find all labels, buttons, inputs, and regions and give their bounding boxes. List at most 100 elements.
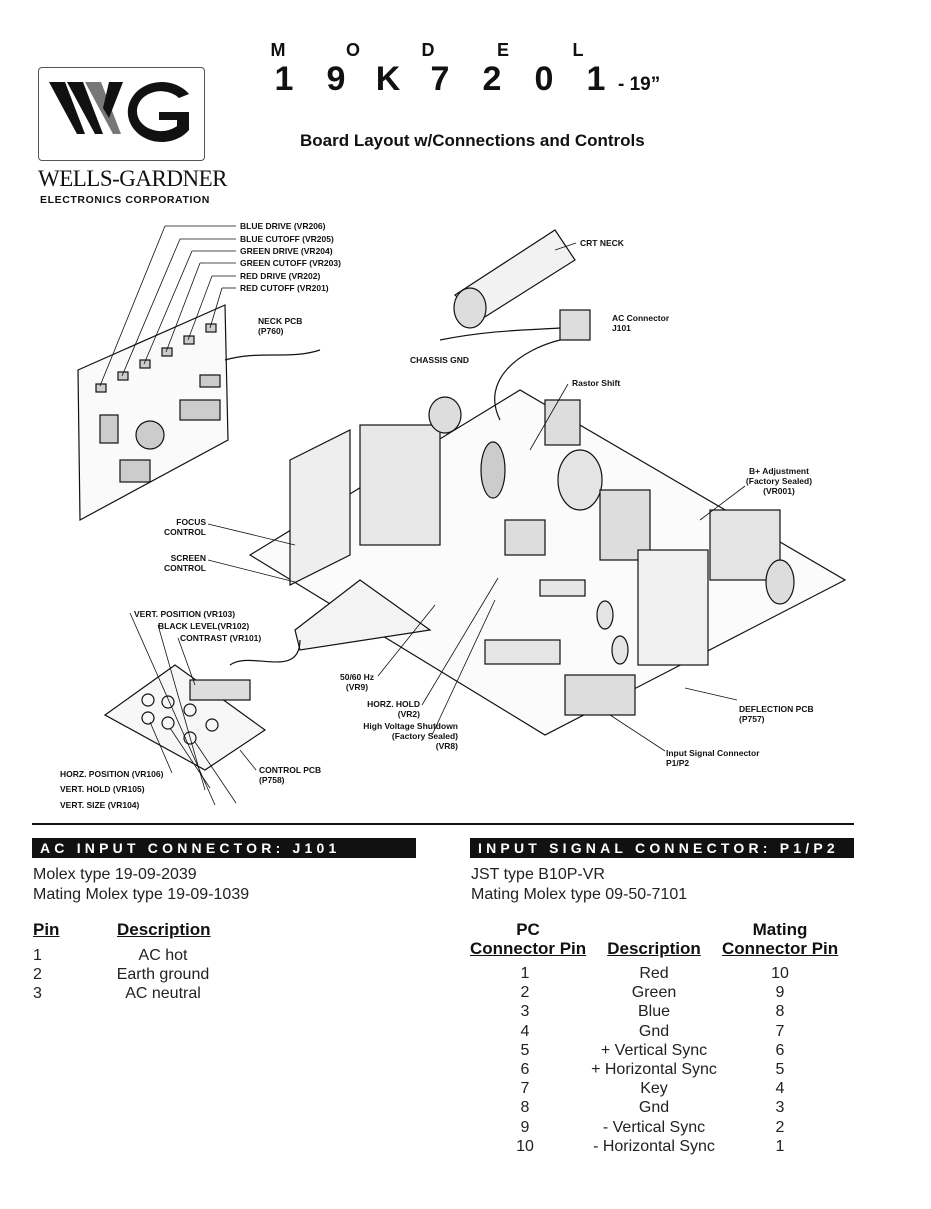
label-green-cutoff: GREEN CUTOFF (VR203) [240,258,341,268]
table-cell: 3 [775,1099,785,1117]
input-signal-type: JST type B10P-VR [471,866,605,883]
pc-header-bottom: Connector Pin [470,939,587,958]
label-blue-drive: BLUE DRIVE (VR206) [240,221,326,231]
model-digit: 1 [274,60,294,98]
table-cell: 7 [520,1080,530,1098]
label-black-level: BLACK LEVEL(VR102) [158,621,250,631]
table-cell: 8 [775,1003,785,1021]
table-cell: 9 [775,984,785,1002]
model-digit: 2 [482,60,502,98]
table-cell: 10 [516,1137,534,1155]
page-title: Board Layout w/Connections and Controls [300,131,645,150]
table-cell: 6 [775,1041,785,1059]
input-signal-banner: INPUT SIGNAL CONNECTOR: P1/P2 [470,838,854,858]
label-chassis-gnd: CHASSIS GND [410,355,470,365]
label-input-signal-connector: Input Signal Connector P1/P2 [666,748,760,768]
table-cell: 9 [520,1118,530,1136]
model-letters: M O D E L [258,40,598,61]
label-control-pcb: CONTROL PCB (P758) [259,765,322,785]
label-green-drive: GREEN DRIVE (VR204) [240,246,333,256]
table-cell: 1 [775,1137,785,1155]
ac-description-column: AC hot Earth ground AC neutral [100,946,226,1004]
wg-logo-icon [49,82,189,142]
table-cell: 6 [520,1061,530,1079]
table-cell: 8 [520,1099,530,1117]
input-signal-mating-type: Mating Molex type 09-50-7101 [471,886,688,903]
model-number: 1 9 K 7 2 0 1 - 19” [258,60,661,99]
pc-pin-column: 1 2 3 4 5 6 7 8 9 10 [500,964,550,1156]
table-cell: Gnd [638,1099,670,1117]
label-horz-position: HORZ. POSITION (VR106) [60,769,164,779]
signal-description-header: Description [607,939,701,958]
model-letter: E [496,40,509,60]
label-vert-hold: VERT. HOLD (VR105) [60,784,145,794]
label-crt-neck: CRT NECK [580,238,624,248]
table-cell: 10 [771,965,789,982]
table-cell: 2 [33,966,42,984]
table-cell: 5 [775,1061,785,1079]
label-screen-control: SCREEN CONTROL [163,553,206,573]
table-cell: - Vertical Sync [602,1118,706,1136]
table-cell: 1 [33,947,42,964]
label-focus-control: FOCUS CONTROL [163,517,206,537]
label-ac-connector: AC Connector J101 [612,313,670,333]
table-cell: Key [640,1080,668,1098]
table-cell: 1 [520,965,530,982]
section-divider [32,823,854,825]
model-letter: L [572,40,584,60]
table-cell: + Horizontal Sync [591,1061,717,1079]
table-cell: 3 [520,1003,530,1021]
label-high-voltage-shutdown: High Voltage Shutdown (Factory Sealed) (… [363,721,458,751]
label-neck-pcb: NECK PCB (P760) [258,316,303,336]
company-subtitle: ELECTRONICS CORPORATION [40,194,210,206]
model-digit: 0 [534,60,554,98]
mating-pin-column: 10 9 8 7 6 5 4 3 2 1 [755,964,805,1156]
model-digit: 7 [430,60,450,98]
ac-description-header: Description [117,920,211,939]
label-deflection-pcb: DEFLECTION PCB (P757) [739,704,814,724]
mating-header-top: Mating [752,920,808,939]
label-red-drive: RED DRIVE (VR202) [240,271,321,281]
table-cell: Blue [637,1003,671,1021]
table-cell: 7 [775,1022,785,1040]
label-vert-position: VERT. POSITION (VR103) [134,609,236,619]
model-digit: 1 [586,60,606,98]
label-horz-hold: HORZ. HOLD (VR2) [367,699,420,719]
board-illustration [77,225,847,806]
table-cell: AC hot [138,947,188,964]
model-letter: O [345,40,360,60]
label-red-cutoff: RED CUTOFF (VR201) [240,283,329,293]
table-cell: - Horizontal Sync [593,1137,715,1155]
model-letter: M [270,40,286,60]
label-50-60-hz: 50/60 Hz (VR9) [339,672,375,692]
mating-header-bottom: Connector Pin [722,939,839,958]
model-digit: 9 [326,60,346,98]
label-blue-cutoff: BLUE CUTOFF (VR205) [240,234,334,244]
ac-input-type: Molex type 19-09-2039 [33,866,197,883]
table-cell: Earth ground [116,966,210,984]
label-rastor-shift: Rastor Shift [572,378,621,388]
company-name: WELLS-GARDNER [38,166,227,191]
board-diagram: BLUE DRIVE (VR206) BLUE CUTOFF (VR205) G… [0,210,931,820]
company-logo [38,67,205,161]
model-digit: K [375,60,401,98]
table-cell: AC neutral [125,985,201,1003]
ac-input-banner: AC INPUT CONNECTOR: J101 [32,838,416,858]
model-size: - 19” [618,74,661,95]
label-contrast: CONTRAST (VR101) [180,633,262,643]
ac-input-mating-type: Mating Molex type 19-09-1039 [33,886,250,903]
table-cell: Green [631,984,677,1002]
label-vert-size: VERT. SIZE (VR104) [60,800,140,810]
ac-pin-column: 1 2 3 [33,946,63,1004]
table-cell: + Vertical Sync [600,1041,708,1059]
table-cell: 4 [775,1080,785,1098]
label-b-plus-adjustment: B+ Adjustment (Factory Sealed) (VR001) [745,466,813,496]
table-cell: 3 [33,985,42,1003]
table-cell: 2 [520,984,530,1002]
signal-description-column: Red Green Blue Gnd + Vertical Sync + Hor… [568,964,740,1156]
table-cell: 2 [775,1118,785,1136]
ac-pin-header: Pin [33,920,60,939]
table-cell: Red [639,965,669,982]
table-cell: 4 [520,1022,530,1040]
pc-header-top: PC [516,920,540,939]
